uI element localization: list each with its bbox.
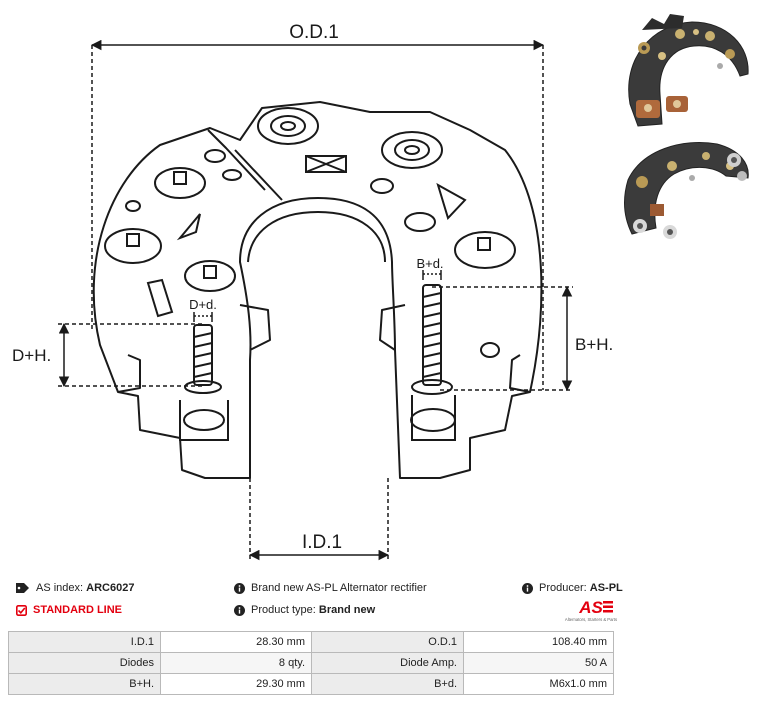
spec-label: B+d. — [311, 673, 464, 695]
bh-label: B+H. — [575, 335, 613, 354]
spec-label: I.D.1 — [8, 631, 161, 653]
producer-label: Producer: — [539, 582, 587, 594]
dimension-lines — [58, 39, 573, 561]
as-index-value: ARC6027 — [86, 582, 135, 594]
id1-label: I.D.1 — [302, 532, 342, 553]
as-pl-logo: AS Alternators, Starters & Parts — [565, 598, 617, 622]
od1-label: O.D.1 — [289, 22, 339, 43]
bd-label: B+d. — [416, 256, 443, 271]
dd-label: D+d. — [189, 297, 217, 312]
spec-label: O.D.1 — [311, 631, 464, 653]
table-row: Diodes 8 qty. Diode Amp. 50 A — [8, 652, 614, 674]
spec-value: M6x1.0 mm — [463, 673, 614, 695]
dh-label: D+H. — [12, 346, 51, 365]
as-index-row: AS index: ARC6027 — [16, 582, 134, 594]
spec-label: Diodes — [8, 652, 161, 674]
tag-icon — [16, 583, 29, 594]
table-row: B+H. 29.30 mm B+d. M6x1.0 mm — [8, 673, 614, 695]
spec-label: Diode Amp. — [311, 652, 464, 674]
spec-value: 28.30 mm — [160, 631, 312, 653]
info-icon — [234, 582, 245, 594]
b-plus-bolt — [410, 284, 456, 441]
producer-value: AS-PL — [589, 582, 623, 594]
product-photo-top — [628, 14, 749, 127]
rectifier-technical-drawing: O.D.1 I.D.1 D+H. B+H. D+d. B+d. — [12, 22, 613, 561]
spec-table: I.D.1 28.30 mm O.D.1 108.40 mm Diodes 8 … — [8, 631, 614, 695]
info-icon — [234, 604, 245, 616]
logo-tagline: Alternators, Starters & Parts — [565, 617, 617, 622]
checkbox-icon — [16, 604, 27, 616]
spec-label: B+H. — [8, 673, 161, 695]
spec-value: 50 A — [463, 652, 614, 674]
rectifier-outline — [92, 101, 543, 479]
rectifier-features — [104, 107, 516, 358]
as-index-label: AS index: — [36, 582, 84, 594]
description-row: Brand new AS-PL Alternator rectifier — [234, 582, 427, 594]
product-type-value: Brand new — [318, 604, 376, 616]
product-photo-bottom — [624, 142, 749, 239]
description-text: Brand new AS-PL Alternator rectifier — [251, 582, 427, 594]
info-icon — [522, 582, 533, 594]
spec-value: 8 qty. — [160, 652, 312, 674]
logo-text: AS — [578, 598, 603, 617]
producer-row: Producer: AS-PL — [522, 582, 623, 594]
product-type-row: Product type: Brand new — [234, 604, 375, 616]
table-row: I.D.1 28.30 mm O.D.1 108.40 mm — [8, 631, 614, 653]
standard-line-label: STANDARD LINE — [33, 604, 123, 616]
spec-value: 108.40 mm — [463, 631, 614, 653]
standard-line-row: STANDARD LINE — [16, 604, 122, 616]
product-type-label: Product type: — [251, 604, 316, 616]
spec-value: 29.30 mm — [160, 673, 312, 695]
d-plus-bolt — [179, 324, 229, 441]
